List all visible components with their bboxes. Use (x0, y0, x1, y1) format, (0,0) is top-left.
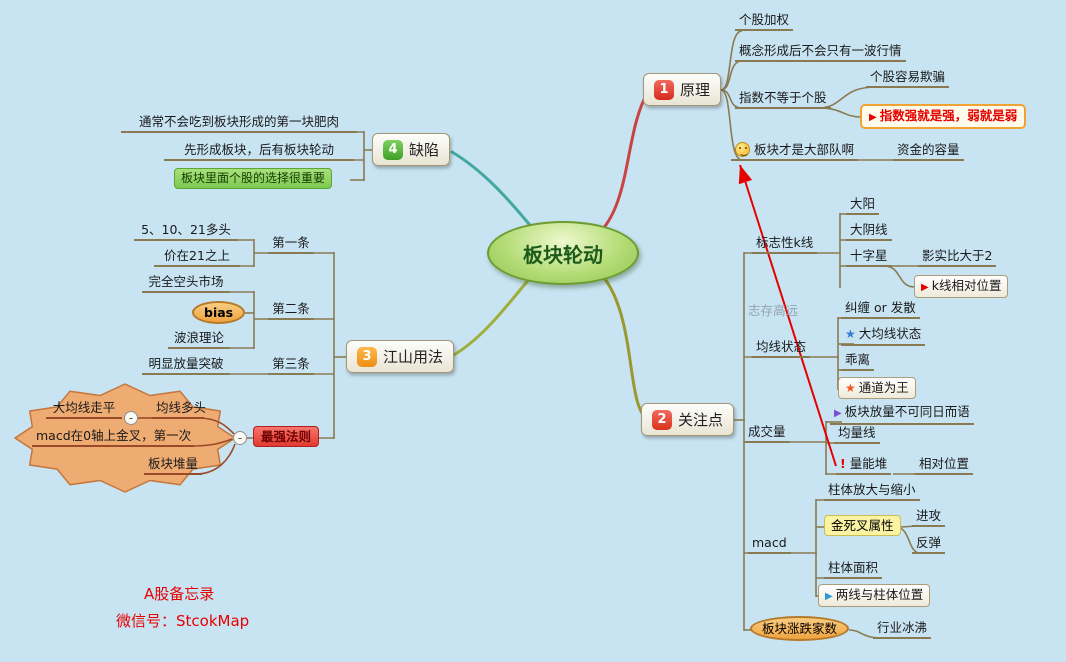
topic-deviation[interactable]: 乖离 (841, 351, 875, 371)
central-topic[interactable]: 板块轮动 (487, 221, 639, 285)
topic-industry-boiling[interactable]: 行业冰沸 (873, 619, 932, 639)
topic-jiangshan-usage[interactable]: 3 江山用法 (346, 340, 455, 373)
number-badge-4: 4 (383, 139, 403, 160)
topic-ma-bullish-5-10-21[interactable]: 5、10、21多头 (134, 221, 238, 241)
topic-capital-capacity[interactable]: 资金的容量 (893, 141, 964, 161)
topic-lines-bars-position[interactable]: ▶两线与柱体位置 (818, 584, 931, 607)
burst-cloud-shape (14, 383, 236, 493)
topic-defects-label: 缺陷 (409, 141, 440, 159)
topic-big-ma-state-label: 大均线状态 (858, 326, 922, 341)
topic-doji[interactable]: 十字星 (846, 247, 892, 267)
collapse-icon[interactable]: - (124, 411, 138, 425)
topic-sector-first-then-rotation[interactable]: 先形成板块，后有板块轮动 (164, 141, 354, 161)
topic-golden-dead-cross[interactable]: 金死叉属性 (824, 515, 901, 536)
topic-rebound[interactable]: 反弹 (912, 534, 946, 554)
topic-index-not-equal-stock[interactable]: 指数不等于个股 (735, 89, 831, 109)
topic-signature-kline[interactable]: 标志性k线 (752, 234, 818, 254)
topic-full-bear-market[interactable]: 完全空头市场 (142, 273, 230, 293)
exclamation-icon: ! (840, 456, 846, 471)
topic-bias[interactable]: bias (192, 301, 246, 324)
main-branches (450, 90, 650, 419)
topic-stock-deception[interactable]: 个股容易欺骗 (866, 68, 950, 88)
topic-kline-relative-position-label: k线相对位置 (931, 278, 1002, 293)
topic-rule-two[interactable]: 第二条 (268, 300, 314, 320)
note-aim-high[interactable]: 志存高远 (748, 303, 799, 318)
topic-jiangshan-usage-label: 江山用法 (383, 348, 444, 366)
topic-kline-relative-position[interactable]: ▶k线相对位置 (914, 275, 1009, 298)
topic-big-yin[interactable]: 大阴线 (846, 221, 892, 241)
topic-macd-golden-cross-above-zero[interactable]: macd在0轴上金叉，第一次 (32, 427, 194, 447)
topic-volume-pile[interactable]: !量能堆 (836, 455, 892, 475)
star-icon: ★ (845, 381, 856, 395)
topic-principle-label: 原理 (680, 81, 711, 99)
topic-first-piece-of-meat[interactable]: 通常不会吃到板块形成的第一块肥肉 (121, 113, 357, 133)
number-badge-1: 1 (654, 79, 674, 100)
topic-ma-bull[interactable]: 均线多头 (152, 399, 206, 419)
topic-sector-updown-count[interactable]: 板块涨跌家数 (750, 616, 850, 641)
triangle-right-icon: ▶ (825, 591, 833, 602)
topic-price-above-21[interactable]: 价在21之上 (154, 247, 240, 267)
topic-obvious-volume-breakout[interactable]: 明显放量突破 (142, 355, 230, 375)
watermark-line2: 微信号：StcokMap (116, 612, 250, 630)
number-badge-2: 2 (652, 409, 672, 430)
smiley-icon (735, 142, 750, 157)
topic-big-ma-flat[interactable]: 大均线走平 (46, 399, 122, 419)
topic-rule-three[interactable]: 第三条 (268, 355, 314, 375)
topic-bar-expand-shrink[interactable]: 柱体放大与缩小 (824, 481, 920, 501)
topic-channel-is-king-label: 通道为王 (858, 380, 909, 395)
topic-shadow-body-ratio[interactable]: 影实比大于2 (918, 247, 997, 267)
topic-volume[interactable]: 成交量 (744, 423, 790, 443)
topic-big-yang[interactable]: 大阳 (846, 195, 880, 215)
topic-sector-volume-different-label: 板块放量不可同日而语 (844, 404, 970, 419)
topic-volume-pile-label: 量能堆 (849, 456, 888, 471)
topic-relative-position[interactable]: 相对位置 (915, 455, 974, 475)
topic-ma-state[interactable]: 均线状态 (752, 338, 811, 358)
topic-wave-theory[interactable]: 波浪理论 (168, 329, 230, 349)
red-arrow (738, 164, 837, 467)
triangle-right-icon: ▶ (921, 282, 929, 293)
topic-sector-is-army-label: 板块才是大部队啊 (754, 142, 855, 157)
topic-attack[interactable]: 进攻 (912, 507, 946, 527)
topic-principle[interactable]: 1 原理 (643, 73, 722, 106)
collapse-icon[interactable]: - (233, 431, 247, 445)
topic-volume-ma[interactable]: 均量线 (834, 424, 880, 444)
topic-macd[interactable]: macd (748, 534, 791, 554)
topic-focus-points[interactable]: 2 关注点 (641, 403, 735, 436)
watermark-line1: A股备忘录 (144, 585, 215, 603)
triangle-right-icon: ▶ (869, 112, 877, 123)
topic-entangle-or-diverge[interactable]: 纠缠 or 发散 (841, 299, 920, 319)
topic-bar-area[interactable]: 柱体面积 (824, 559, 883, 579)
topic-lines-bars-position-label: 两线与柱体位置 (835, 587, 924, 602)
topic-index-strong-weak-label: 指数强就是强，弱就是弱 (879, 108, 1018, 123)
topic-index-strong-weak[interactable]: ▶指数强就是强，弱就是弱 (860, 104, 1027, 129)
triangle-right-icon: ▶ (834, 408, 842, 419)
topic-big-ma-state[interactable]: ★大均线状态 (841, 325, 926, 346)
topic-sector-is-army[interactable]: 板块才是大部队啊 (731, 141, 859, 161)
number-badge-3: 3 (357, 346, 377, 367)
topic-sector-volume-pile[interactable]: 板块堆量 (144, 455, 202, 475)
topic-channel-is-king[interactable]: ★通道为王 (838, 377, 916, 399)
topic-sector-volume-different[interactable]: ▶板块放量不可同日而语 (830, 403, 974, 425)
topic-stock-selection-important[interactable]: 板块里面个股的选择很重要 (174, 168, 333, 189)
topic-defects[interactable]: 4 缺陷 (372, 133, 451, 166)
star-icon: ★ (845, 327, 856, 341)
topic-rule-one[interactable]: 第一条 (268, 234, 314, 254)
topic-stock-weighting[interactable]: 个股加权 (735, 11, 794, 31)
topic-focus-points-label: 关注点 (678, 411, 724, 429)
topic-strongest-rule[interactable]: 最强法则 (253, 426, 320, 447)
topic-concept-multiple-waves[interactable]: 概念形成后不会只有一波行情 (735, 42, 906, 62)
